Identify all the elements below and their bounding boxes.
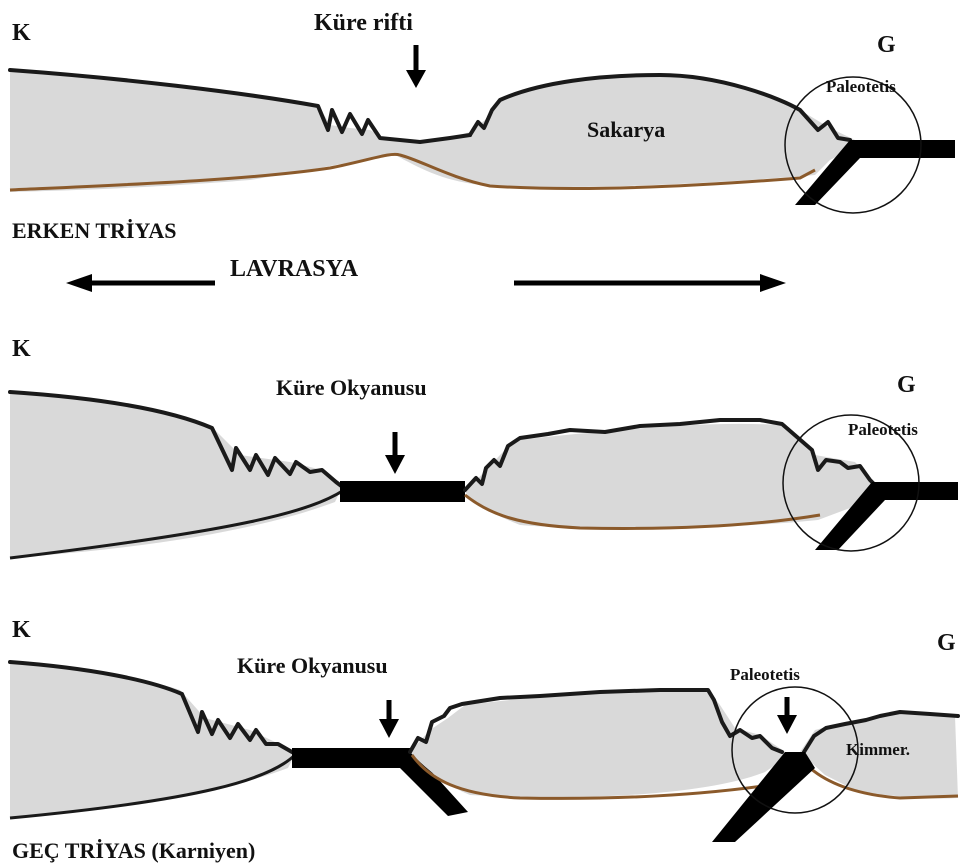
south-label-3: G [937, 630, 956, 656]
paleotethys-label-2: Paleotetis [848, 420, 918, 439]
south-label-2: G [897, 372, 916, 398]
rift-arrow-head [406, 70, 426, 88]
sakarya-block [465, 424, 880, 528]
sakarya-label: Sakarya [587, 117, 665, 142]
paleotethys-label: Paleotetis [826, 77, 896, 96]
kure-ocean-label-2: Küre Okyanusu [276, 375, 427, 400]
panel-middle-triassic: K G Küre Okyanusu Paleotetis [10, 336, 958, 558]
panel-late-triassic: K G Küre Okyanusu Paleotetis Kimmer. GEÇ… [10, 617, 958, 863]
rift-label: Küre rifti [314, 10, 413, 36]
panel-early-triassic: K G Küre rifti Sakarya Paleotetis ERKEN … [10, 10, 955, 292]
continent-label: LAVRASYA [230, 256, 359, 282]
northern-landmass [10, 70, 855, 192]
extension-arrow-left-head [66, 274, 92, 292]
kimmerian-label: Kimmer. [846, 740, 910, 759]
north-label-2: K [12, 336, 31, 362]
ocean-arrow-head-3 [379, 719, 399, 738]
paleotethys-label-3: Paleotetis [730, 665, 800, 684]
period-label-3: GEÇ TRİYAS (Karniyen) [12, 838, 255, 863]
paleotethys-arrow-head-3 [777, 715, 797, 734]
south-label: G [877, 32, 896, 58]
north-label-3: K [12, 617, 31, 643]
north-label: K [12, 20, 31, 46]
extension-arrow-right-head [760, 274, 786, 292]
period-label: ERKEN TRİYAS [12, 218, 176, 243]
ocean-arrow-head-2 [385, 455, 405, 474]
kure-ocean-crust [340, 481, 465, 502]
kure-ocean-label-3: Küre Okyanusu [237, 653, 388, 678]
